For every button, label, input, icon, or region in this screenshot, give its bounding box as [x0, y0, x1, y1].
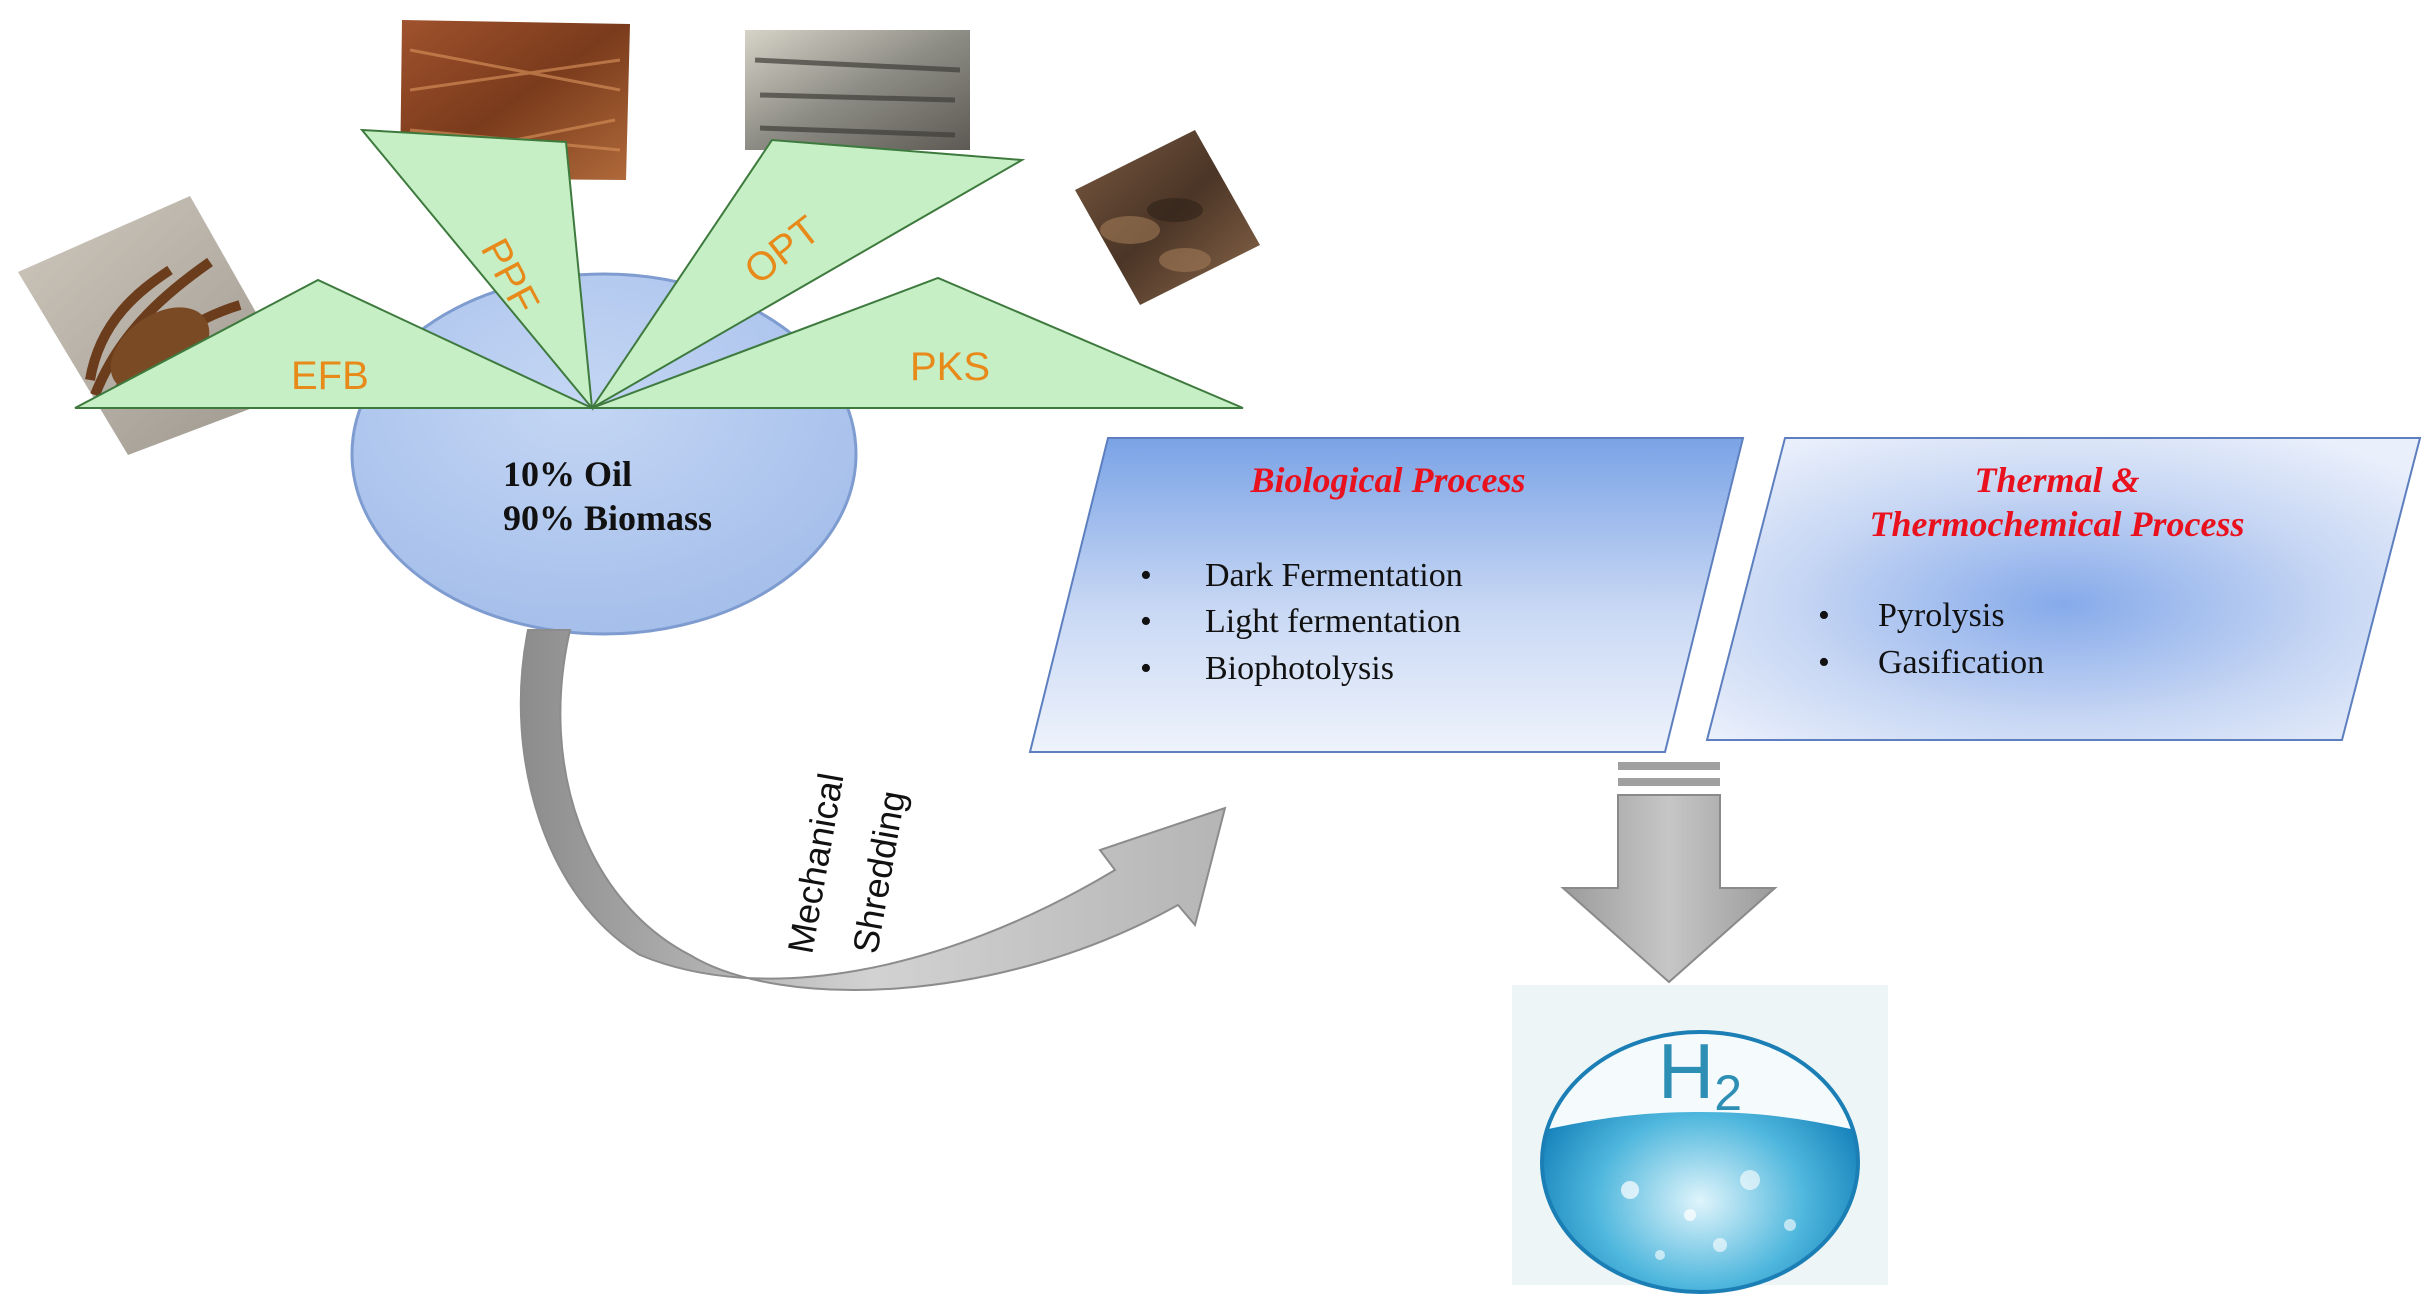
h2-element: H	[1658, 1027, 1714, 1115]
biological-item: Dark Fermentation	[1205, 557, 1463, 594]
biological-list: • • • Dark Fermentation Light fermentati…	[1140, 557, 1463, 687]
biological-process-box	[1028, 437, 1745, 753]
thermal-process-box	[1705, 437, 2422, 741]
pks-photo	[1075, 130, 1260, 305]
biological-item: Biophotolysis	[1205, 650, 1394, 687]
efb-wedge	[74, 278, 593, 409]
pks-label: PKS	[910, 345, 990, 389]
opt-wedge	[591, 138, 1026, 409]
svg-text:•: •	[1140, 603, 1152, 640]
thermal-item: Gasification	[1878, 644, 2044, 681]
shredding-arrow	[519, 629, 1227, 991]
thermal-title-line2: Thermochemical Process	[1870, 504, 2245, 544]
mechanical-label: Mechanical	[780, 770, 852, 956]
thermal-item: Pyrolysis	[1878, 597, 2005, 634]
thermal-list: • • Pyrolysis Gasification	[1818, 597, 2044, 681]
oil-percentage: 10% Oil	[503, 454, 632, 494]
shredding-label: Shredding	[845, 788, 914, 957]
h2-symbol: H2	[1658, 1027, 1742, 1121]
pks-wedge	[591, 276, 1244, 409]
biological-item: Light fermentation	[1205, 603, 1461, 640]
svg-text:•: •	[1140, 650, 1152, 687]
biological-title: Biological Process	[1250, 460, 1526, 500]
down-arrow	[1560, 762, 1778, 984]
opt-photo	[745, 30, 970, 150]
ppf-wedge	[359, 128, 594, 412]
h2-subscript: 2	[1714, 1065, 1742, 1121]
svg-text:•: •	[1140, 557, 1152, 594]
svg-text:•: •	[1818, 597, 1830, 634]
thermal-title-line1: Thermal &	[1974, 460, 2139, 500]
svg-text:•: •	[1818, 644, 1830, 681]
biomass-percentage: 90% Biomass	[503, 498, 712, 538]
efb-label: EFB	[291, 354, 369, 398]
hydrogen-drop: H2	[1512, 985, 1888, 1294]
